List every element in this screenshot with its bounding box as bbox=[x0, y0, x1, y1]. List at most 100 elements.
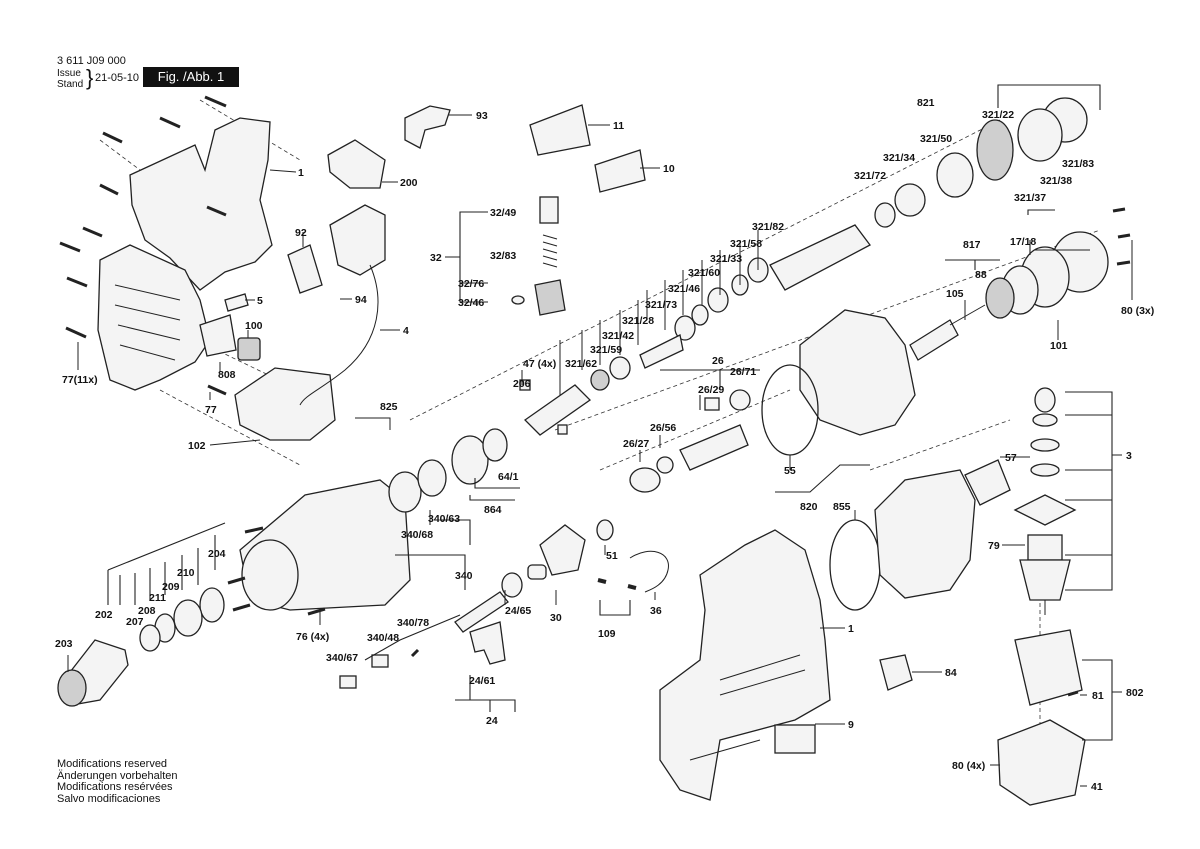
callout-210: 210 bbox=[177, 567, 195, 579]
electronics-module-102 bbox=[234, 367, 336, 441]
gasket-820 bbox=[829, 519, 881, 611]
callout-321-73: 321/73 bbox=[645, 299, 677, 311]
callout-17-18: 17/18 bbox=[1010, 236, 1036, 248]
callout-32-46: 32/46 bbox=[458, 297, 484, 309]
gear-housing bbox=[799, 309, 916, 436]
switch-module bbox=[329, 204, 386, 276]
callout-211: 211 bbox=[149, 592, 166, 604]
callout-57: 57 bbox=[1005, 452, 1017, 464]
callout-820: 820 bbox=[800, 501, 818, 513]
callout-864: 864 bbox=[484, 504, 502, 516]
callout-10: 10 bbox=[663, 163, 675, 175]
callout-24-61: 24/61 bbox=[469, 675, 495, 687]
callout-340-78: 340/78 bbox=[397, 617, 429, 629]
callout-808: 808 bbox=[218, 369, 236, 381]
callout-93: 93 bbox=[476, 110, 488, 122]
issue-label: Issue bbox=[57, 68, 81, 79]
callout-102: 102 bbox=[188, 440, 206, 452]
callout-321-42: 321/42 bbox=[602, 330, 634, 342]
gear-housing-817 bbox=[909, 207, 1131, 361]
callout-204: 204 bbox=[208, 548, 226, 560]
callout-321-58: 321/58 bbox=[730, 238, 762, 250]
callout-9: 9 bbox=[848, 719, 854, 731]
trigger-93 bbox=[404, 105, 451, 149]
callout-77: 77 bbox=[205, 404, 217, 416]
callout-77-11x: 77(11x) bbox=[62, 374, 98, 386]
callout-76-4x: 76 (4x) bbox=[296, 631, 329, 643]
clutch-30 bbox=[539, 524, 586, 576]
callout-340-68: 340/68 bbox=[401, 529, 433, 541]
callout-26: 26 bbox=[712, 355, 724, 367]
callout-41: 41 bbox=[1091, 781, 1103, 793]
callout-321-82: 321/82 bbox=[752, 221, 784, 233]
motor-housing bbox=[874, 469, 976, 599]
battery-latch-84 bbox=[879, 654, 913, 691]
bracket-glyph: } bbox=[86, 65, 94, 90]
issue-date: 21-05-10 bbox=[95, 72, 140, 84]
callout-101: 101 bbox=[1050, 340, 1068, 352]
brush-32-49 bbox=[539, 196, 559, 224]
callout-321-33: 321/33 bbox=[710, 253, 742, 265]
callout-24-65: 24/65 bbox=[505, 605, 531, 617]
housing-half-lower bbox=[97, 244, 211, 391]
doc-number: 3 611 J09 000 bbox=[57, 55, 126, 67]
clip-32-46 bbox=[511, 295, 525, 305]
callout-24: 24 bbox=[486, 715, 498, 727]
callout-26-71: 26/71 bbox=[730, 366, 756, 378]
callout-821: 821 bbox=[917, 97, 935, 109]
callout-321-38: 321/38 bbox=[1040, 175, 1072, 187]
callout-92: 92 bbox=[295, 227, 307, 239]
callout-1-lower: 1 bbox=[848, 623, 854, 635]
armature-3 bbox=[1013, 387, 1077, 615]
callout-321-83: 321/83 bbox=[1062, 158, 1094, 170]
callout-200: 200 bbox=[400, 177, 418, 189]
callout-340-48: 340/48 bbox=[367, 632, 399, 644]
footer-notes: Modifications reserved Änderungen vorbeh… bbox=[57, 758, 177, 805]
field-802 bbox=[1014, 629, 1083, 706]
callout-203: 203 bbox=[55, 638, 73, 650]
leader-lines bbox=[67, 84, 1133, 787]
callout-1-upper: 1 bbox=[298, 167, 304, 179]
callout-labels: 93 11 10 1 200 32/49 32 32/83 32/76 32/4… bbox=[55, 97, 1154, 793]
callout-321-62: 321/62 bbox=[565, 358, 597, 370]
lever-24 bbox=[469, 621, 506, 665]
callout-26-56: 26/56 bbox=[650, 422, 676, 434]
callout-84: 84 bbox=[945, 667, 957, 679]
callout-32-76: 32/76 bbox=[458, 278, 484, 290]
cap-32-76 bbox=[534, 279, 566, 316]
callout-340: 340 bbox=[455, 570, 473, 582]
plate-808 bbox=[199, 314, 237, 357]
callout-94: 94 bbox=[355, 294, 367, 306]
cable-harness bbox=[299, 264, 379, 406]
callout-36: 36 bbox=[650, 605, 662, 617]
label-9 bbox=[774, 724, 816, 754]
callout-32-83: 32/83 bbox=[490, 250, 516, 262]
callout-855: 855 bbox=[833, 501, 851, 513]
callout-4: 4 bbox=[403, 325, 409, 337]
callout-321-72: 321/72 bbox=[854, 170, 886, 182]
callout-109: 109 bbox=[598, 628, 616, 640]
callout-30: 30 bbox=[550, 612, 562, 624]
spindle-340-78 bbox=[454, 591, 509, 633]
callout-321-60: 321/60 bbox=[688, 267, 720, 279]
callout-32-49: 32/49 bbox=[490, 207, 516, 219]
callout-321-46: 321/46 bbox=[668, 283, 700, 295]
callout-321-22: 321/22 bbox=[982, 109, 1014, 121]
cap-100 bbox=[237, 337, 261, 361]
label-10 bbox=[594, 149, 646, 193]
callout-202: 202 bbox=[95, 609, 113, 621]
callout-55: 55 bbox=[784, 465, 796, 477]
callout-321-59: 321/59 bbox=[590, 344, 622, 356]
stand-label: Stand bbox=[57, 79, 84, 90]
hammer-26 bbox=[679, 424, 749, 471]
callout-88: 88 bbox=[975, 269, 987, 281]
spring-32-83 bbox=[542, 234, 558, 268]
damper-200 bbox=[327, 139, 386, 189]
motor-cover-41 bbox=[997, 719, 1086, 806]
callout-47-4x: 47 (4x) bbox=[523, 358, 556, 370]
callout-81: 81 bbox=[1092, 690, 1104, 702]
callout-340-63: 340/63 bbox=[428, 513, 460, 525]
callout-11: 11 bbox=[613, 120, 624, 132]
